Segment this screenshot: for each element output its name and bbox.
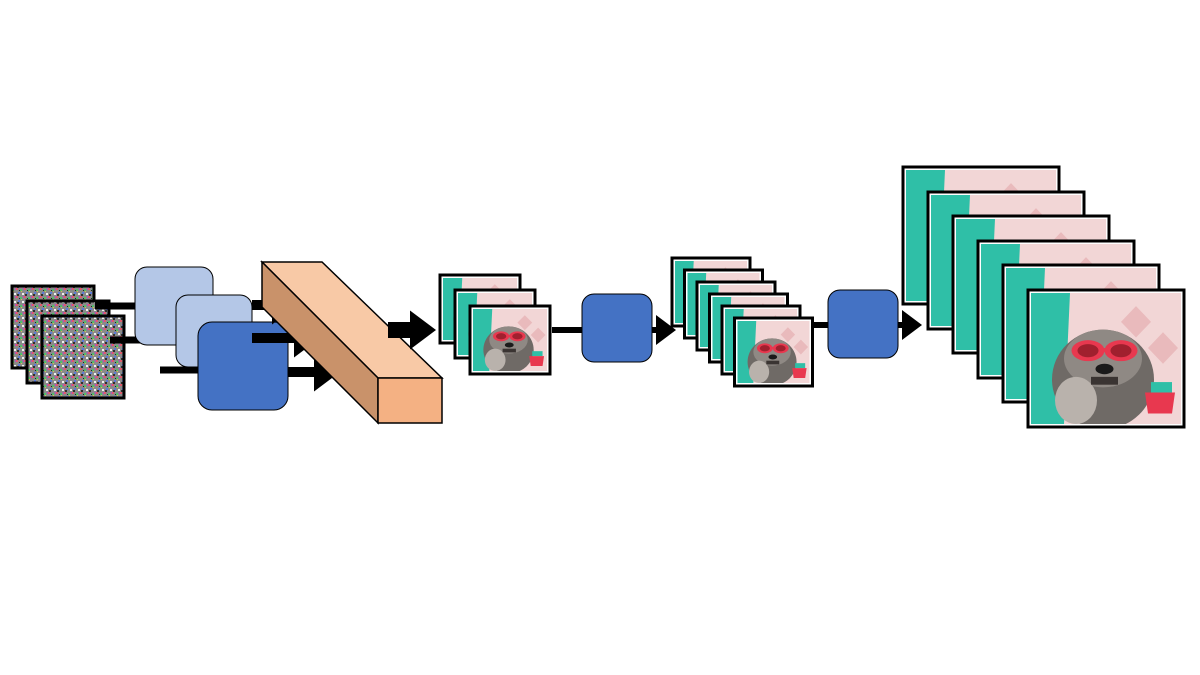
connector-line-1 — [95, 302, 160, 310]
upsampling-block-stack — [134, 266, 289, 411]
large-image-stack — [901, 165, 1186, 429]
connector-line-3 — [160, 366, 205, 374]
arrow-to-medium-images — [652, 315, 676, 345]
small-image-stack — [438, 273, 552, 376]
medium-image-stack — [670, 256, 814, 388]
noise-image-icon — [40, 314, 126, 400]
line-to-block-1 — [552, 327, 582, 333]
blue-block-1 — [581, 293, 653, 363]
dog-photo-icon — [1031, 293, 1181, 424]
noise-input-stack — [10, 284, 126, 400]
blue-block — [197, 321, 289, 411]
dog-photo-icon — [737, 321, 810, 383]
dog-photo-icon — [473, 309, 547, 371]
line-to-block-2 — [812, 322, 828, 328]
beam-front-face — [377, 377, 443, 424]
arrow-to-large-images — [898, 310, 922, 340]
projection-beam — [260, 260, 444, 425]
arrow-to-small-images — [388, 310, 436, 350]
blue-block-2 — [827, 289, 899, 359]
